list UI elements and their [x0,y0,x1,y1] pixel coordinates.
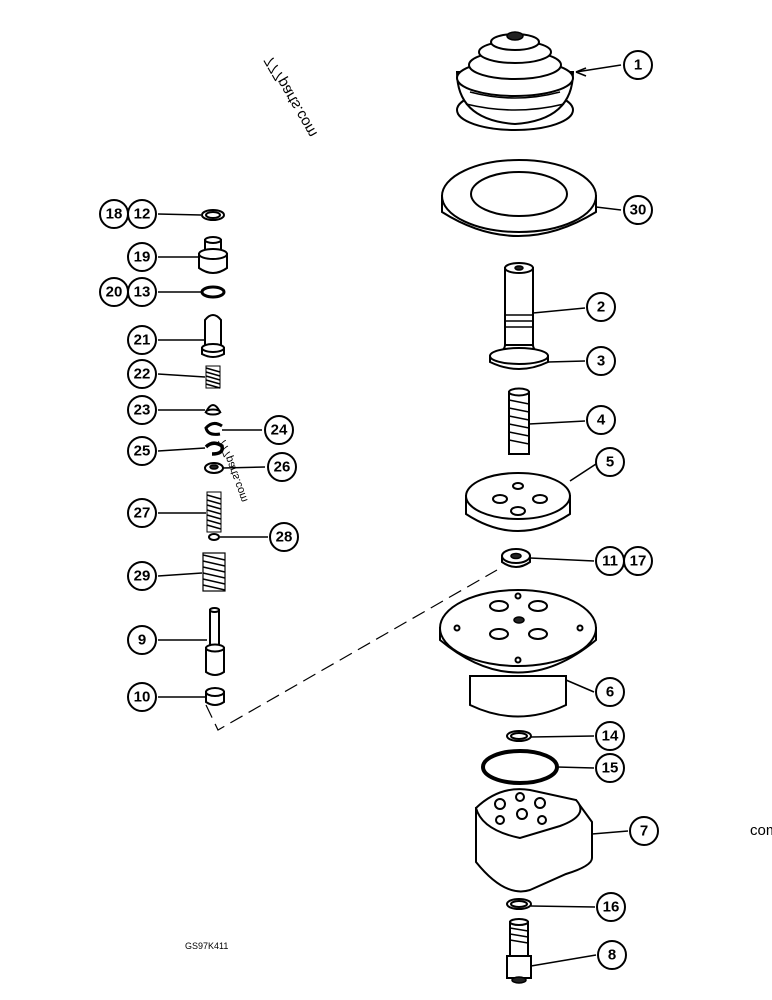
callout-19: 19 [127,242,157,272]
svg-text:10: 10 [134,689,151,706]
svg-text:24: 24 [271,422,288,439]
callout-29: 29 [127,561,157,591]
part-3-flange [489,344,549,370]
part-16-o-ring [506,898,532,910]
callout-1: 1 [623,50,653,80]
leader-lines [157,64,629,967]
callout-5: 5 [595,447,625,477]
part-13-o-ring [200,285,226,299]
part-22-spring [205,365,221,389]
svg-text:23: 23 [134,402,151,419]
part-15-seal [481,749,559,785]
part-9-plunger [205,607,225,676]
callout-28: 28 [269,522,299,552]
part-23-cone [204,404,222,416]
svg-text:7: 7 [640,823,648,840]
svg-text:29: 29 [134,568,151,585]
part-7-housing [474,788,593,893]
svg-text:26: 26 [274,459,291,476]
part-4-stud [508,387,530,455]
part-26-seat [204,462,224,474]
svg-text:18: 18 [106,206,123,223]
part-29-spring [202,552,226,592]
callout-14: 14 [595,721,625,751]
callout-3: 3 [586,346,616,376]
part-12-ring [201,209,225,221]
callout-6: 6 [595,677,625,707]
callout-17: 17 [623,546,653,576]
svg-text:30: 30 [630,202,647,219]
callout-21: 21 [127,325,157,355]
part-25-retainer [204,441,225,456]
part-14-o-ring [506,730,532,742]
svg-text:9: 9 [138,632,146,649]
part-2-shaft [504,262,534,347]
callout-26: 26 [267,452,297,482]
part-10-cap [205,687,225,706]
svg-text:22: 22 [134,366,151,383]
part-1-boot [455,31,575,131]
svg-text:21: 21 [134,332,151,349]
callout-30: 30 [623,195,653,225]
callout-23: 23 [127,395,157,425]
callout-16: 16 [596,892,626,922]
part-8-fitting [506,918,532,984]
svg-text:4: 4 [597,412,606,429]
callout-22: 22 [127,359,157,389]
callout-13: 13 [127,277,157,307]
part-27-spring [206,491,222,533]
callout-9: 9 [127,625,157,655]
svg-text:27: 27 [134,505,151,522]
svg-text:12: 12 [134,206,151,223]
svg-text:15: 15 [602,760,619,777]
callout-20: 20 [99,277,129,307]
drawing-code: GS97K411 [185,941,228,951]
svg-text:5: 5 [606,454,614,471]
part-21-sleeve [201,314,225,358]
svg-text:2: 2 [597,299,605,316]
svg-text:3: 3 [597,353,605,370]
part-30-ring [441,159,597,237]
svg-text:1: 1 [634,57,642,74]
callout-25: 25 [127,436,157,466]
svg-text:14: 14 [602,728,619,745]
svg-text:25: 25 [134,443,151,460]
part-28-ring [208,533,220,541]
part-11-bushing [501,548,531,568]
callout-8: 8 [597,940,627,970]
assembly-dashed-line [205,569,498,731]
callout-4: 4 [586,405,616,435]
callout-12: 12 [127,199,157,229]
callout-15: 15 [595,753,625,783]
part-24-clip [204,421,223,436]
svg-text:19: 19 [134,249,151,266]
svg-text:20: 20 [106,284,123,301]
callout-2: 2 [586,292,616,322]
svg-text:16: 16 [603,899,620,916]
svg-text:13: 13 [134,284,151,301]
svg-text:17: 17 [630,553,647,570]
svg-text:11: 11 [602,553,618,570]
svg-text:28: 28 [276,529,293,546]
callout-27: 27 [127,498,157,528]
callout-24: 24 [264,415,294,445]
part-6-body [439,589,597,718]
callout-10: 10 [127,682,157,712]
callout-7: 7 [629,816,659,846]
svg-text:6: 6 [606,684,614,701]
part-19-cap [198,236,228,274]
watermark-text: com [750,822,772,839]
svg-text:8: 8 [608,947,616,964]
callout-18: 18 [99,199,129,229]
callout-11: 11 [595,546,625,576]
part-5-plate [465,472,571,532]
watermark-text: 777parts.com [261,53,321,140]
